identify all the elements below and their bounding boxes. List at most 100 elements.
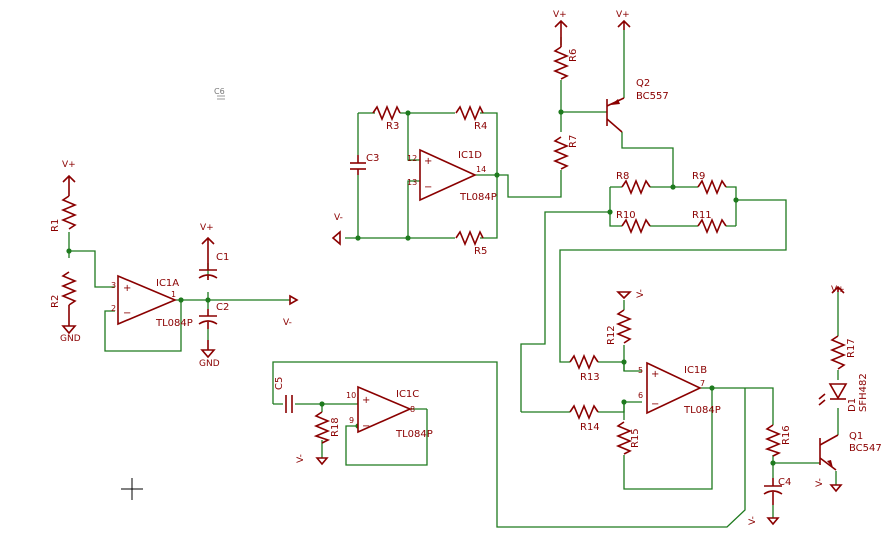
opamp-ic1d [419,148,477,202]
label-vplus: V+ [616,10,630,20]
label-gnd: GND [60,334,81,344]
junction-dots [66,109,776,466]
label-vplus: V+ [200,223,214,233]
resistor-r1 [60,195,78,230]
pin-9: 9 [349,416,354,425]
label-ic1a: IC1A [156,278,179,289]
label-d1-value: SFH482 [858,373,869,412]
label-r9: R9 [692,171,705,182]
capacitor-c4 [763,478,783,505]
vplus-symbol [201,236,215,263]
pin-10: 10 [346,391,356,400]
vplus-symbol [62,174,76,196]
resistor-r18 [313,411,331,444]
label-vminus: V- [296,454,306,463]
pin-3: 3 [111,281,116,290]
label-vminus: V- [636,289,646,298]
vminus-symbol [766,517,780,526]
label-r7: R7 [568,135,579,148]
vminus-symbol [331,230,341,246]
resistor-r15 [615,421,633,455]
op-amps [117,148,702,434]
vplus-symbol [617,19,631,30]
label-r6: R6 [568,49,579,62]
resistor-r12 [615,309,633,344]
label-c3: C3 [366,153,379,164]
label-vplus: V+ [553,10,567,20]
opamp-plus: + [362,395,370,406]
label-r3: R3 [386,121,399,132]
transistor-q1 [819,434,839,471]
label-vminus: V- [334,213,343,223]
resistor-r6 [552,46,570,80]
label-q1-value: BC547 [849,443,882,454]
capacitors [198,95,783,505]
crosshair-icon [121,478,143,500]
label-c4: C4 [778,477,791,488]
label-r10: R10 [616,210,636,221]
vplus-symbol [831,285,845,294]
capacitor-c2 [198,309,218,329]
opamp-plus: + [651,369,659,380]
label-vminus: V- [283,318,292,328]
vminus-symbol [315,457,329,466]
resistor-r9 [697,178,727,196]
opamp-ic1a [117,274,178,326]
pin-6: 6 [638,391,643,400]
label-ic1b: IC1B [684,365,707,376]
label-r16: R16 [781,425,792,445]
resistor-r11 [697,217,727,235]
resistor-r13 [569,353,599,371]
resistor-r2 [60,271,78,306]
label-r13: R13 [580,372,600,383]
label-r2: R2 [50,295,61,308]
opamp-plus: + [424,156,432,167]
label-r18: R18 [330,417,341,437]
pin-13: 13 [407,178,417,187]
label-vplus: V+ [62,160,76,170]
label-vminus: V- [748,516,758,525]
label-ic1d-value: TL084P [459,192,497,203]
pin-12: 12 [407,154,417,163]
capacitor-c6-ghost [217,95,225,100]
resistor-r17 [829,335,847,370]
label-r15: R15 [630,428,641,448]
label-r14: R14 [580,422,600,433]
wires [68,30,839,528]
label-gnd: GND [199,359,220,369]
label-d1: D1 [847,398,858,412]
labels: V+ V+ V+ V+ V+ V- V- V- V- V- V- GND GND… [50,10,882,525]
capacitor-c1 [198,263,218,280]
resistor-r14 [569,403,599,421]
vminus-symbol [616,291,632,300]
label-ic1c-value: TL084P [395,429,433,440]
led-d1 [818,383,848,406]
label-r12: R12 [606,325,617,345]
resistor-r10 [621,217,651,235]
label-vminus: V- [815,478,825,487]
transistor-q2 [606,97,625,133]
gnd-symbol [61,305,77,335]
label-q1: Q1 [849,431,863,442]
opamp-plus: + [123,283,131,294]
transistors [606,97,839,471]
vplus-symbol [554,19,568,47]
pin-5: 5 [638,366,643,375]
label-r5: R5 [474,246,487,257]
label-c2: C2 [216,302,229,313]
capacitor-c3 [350,155,366,175]
resistors [60,46,847,457]
label-r1: R1 [50,219,61,232]
label-ic1d: IC1D [458,150,482,161]
label-r4: R4 [474,121,487,132]
label-q2: Q2 [636,78,650,89]
label-c1: C1 [216,252,229,263]
resistor-r16 [764,424,782,457]
label-c5: C5 [274,377,285,390]
label-r8: R8 [616,171,629,182]
label-ic1a-value: TL084P [155,318,193,329]
opamp-minus: − [424,182,432,193]
opamp-ic1c [357,385,413,434]
pin-2: 2 [111,304,116,313]
